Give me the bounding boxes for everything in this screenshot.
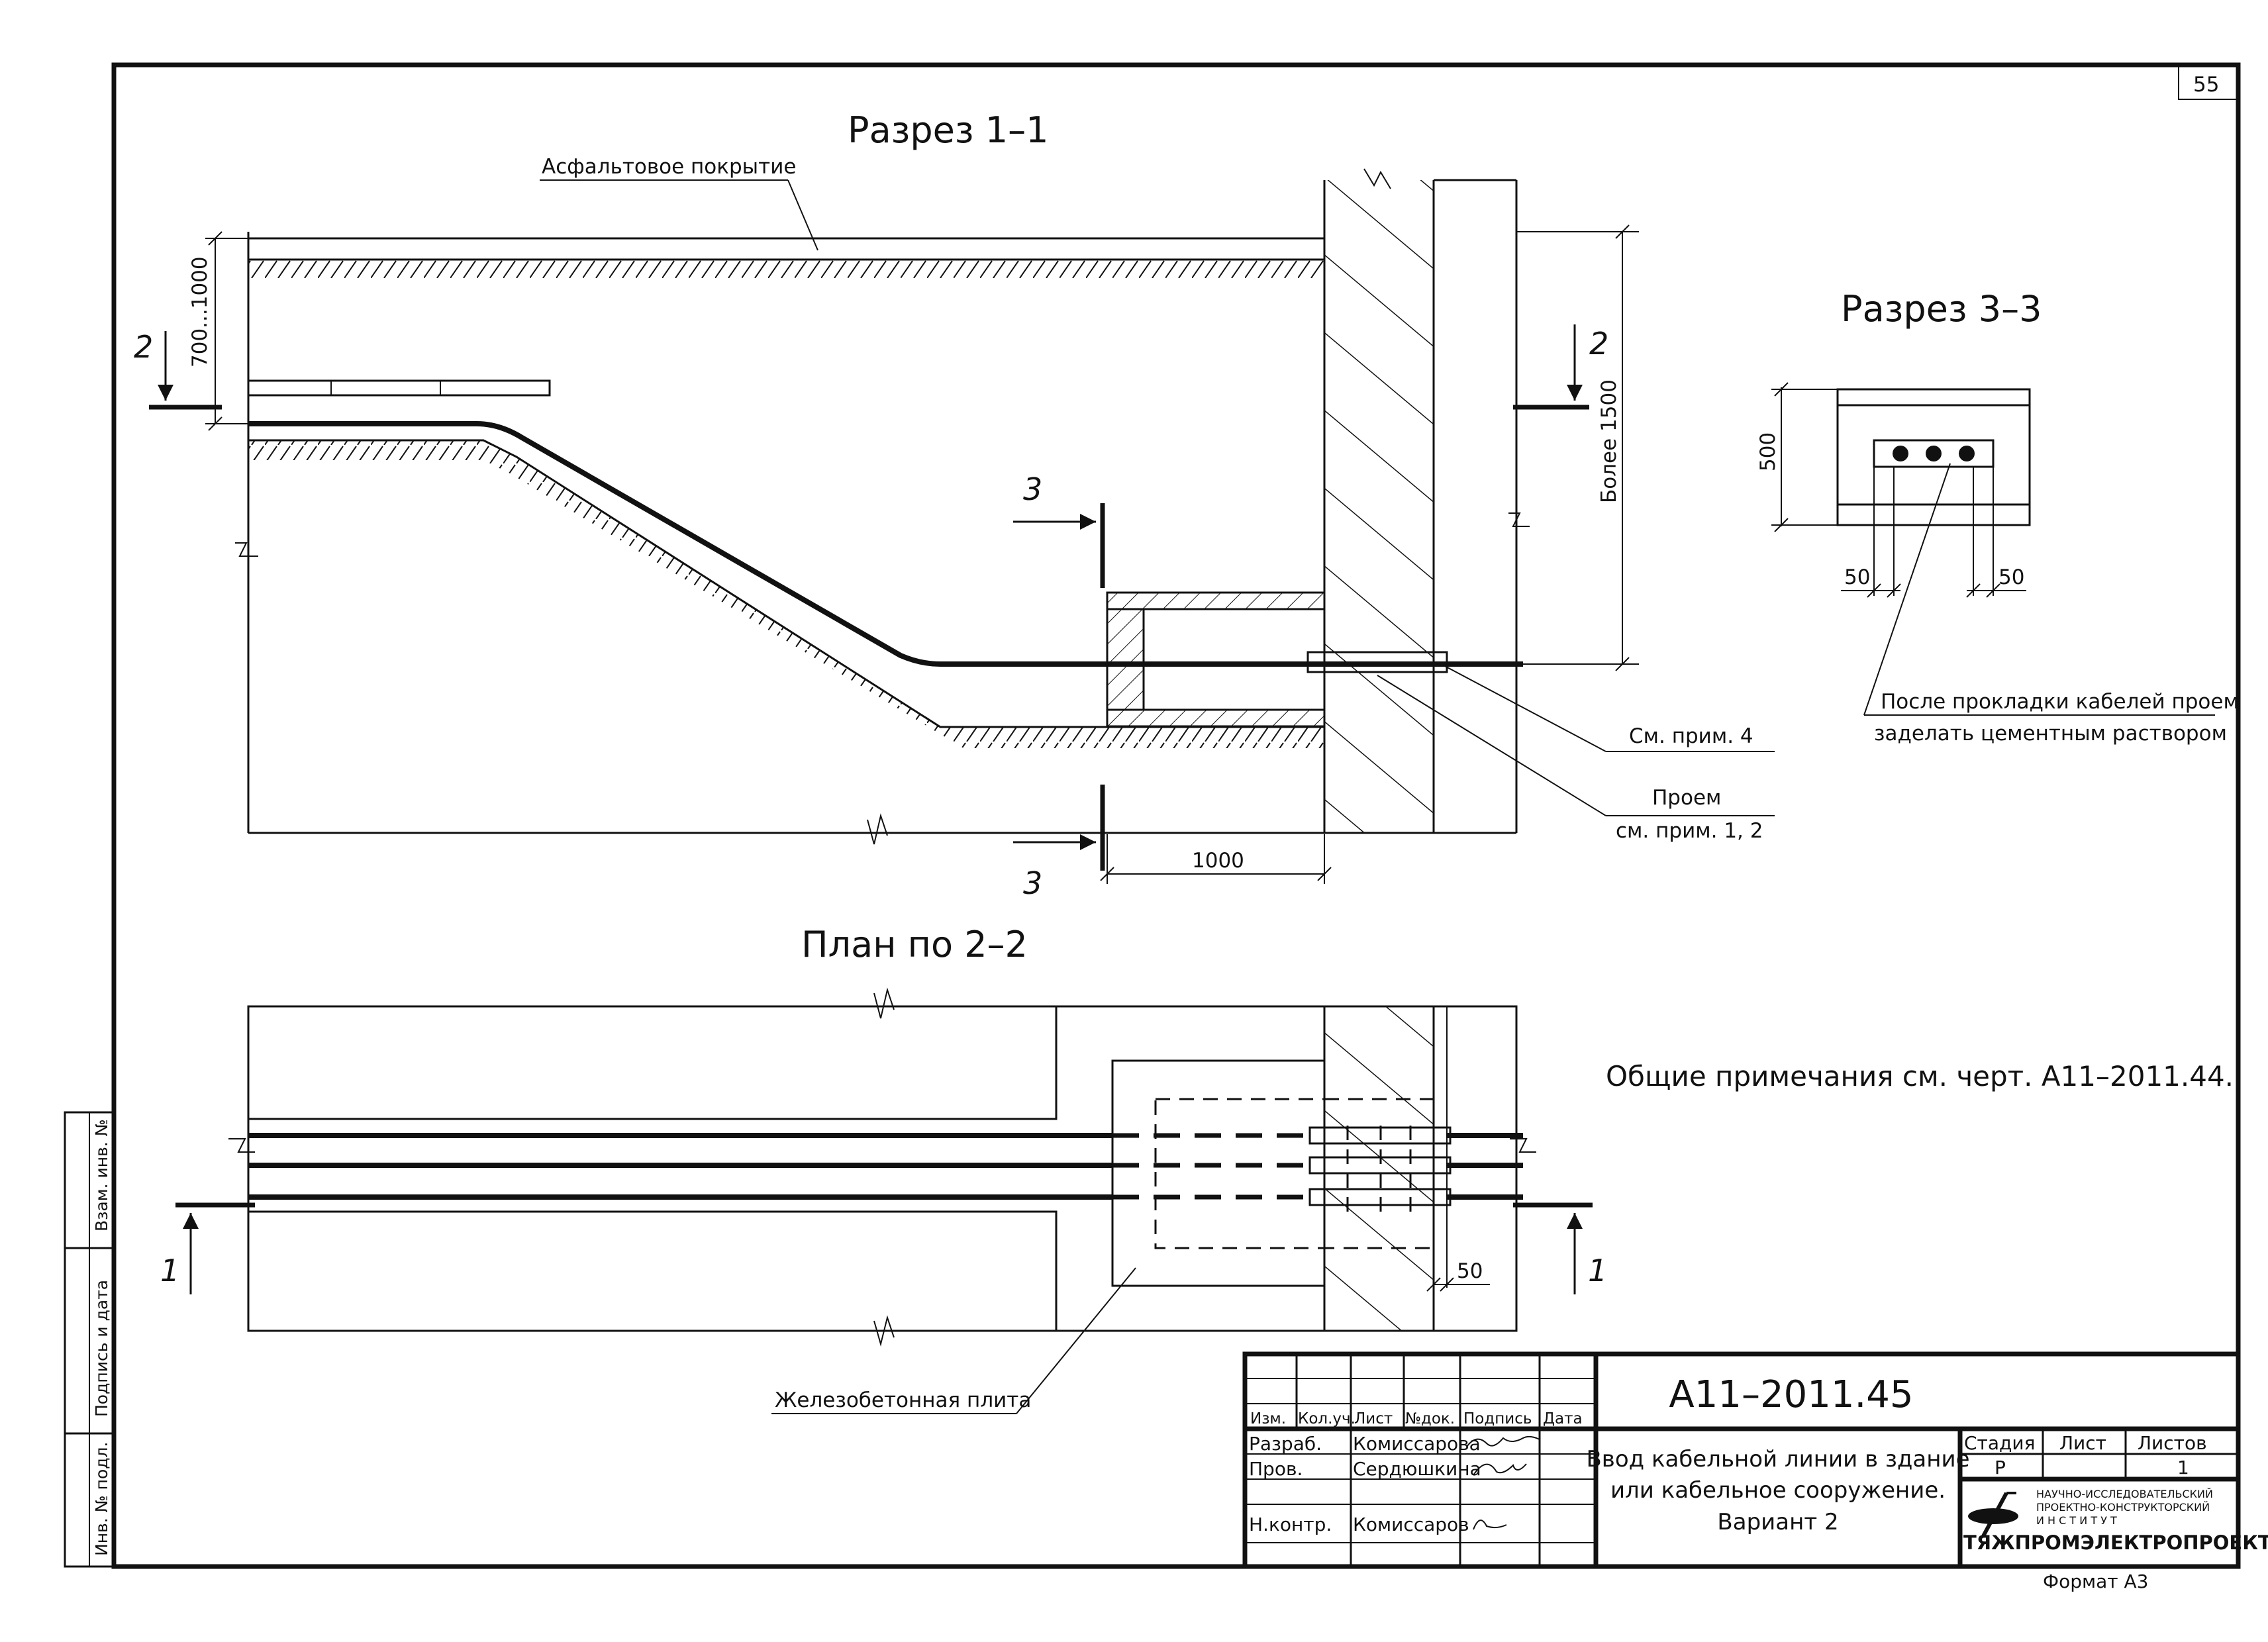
left-gap-dimension: 50: [1844, 565, 1870, 589]
callout-note-4: См. прим. 4: [1629, 724, 1753, 748]
cut-1-left-label: 1: [160, 1253, 179, 1288]
plan-2-2-title: План по 2–2: [801, 924, 1028, 965]
height-dimension: Более 1500: [1597, 379, 1621, 503]
drawing-name-line1: Ввод кабельной линии в здание: [1586, 1446, 1969, 1473]
side-stamp-inv-label: Инв. № подл.: [92, 1442, 111, 1556]
side-stamp-sign-label: Подпись и дата: [92, 1280, 111, 1417]
plan-gap-dimension: 50: [1457, 1259, 1483, 1283]
tb-header-qty: Кол.уч.: [1298, 1410, 1356, 1427]
section-3-3-title: Разрез 3–3: [1841, 288, 2042, 330]
reinforced-concrete-slab: [1111, 1059, 1326, 1287]
channel-cross-section: [1836, 388, 2031, 526]
stage-header: Стадия: [1964, 1432, 2035, 1454]
drawing-name-line3: Вариант 2: [1717, 1509, 1838, 1535]
channel-end-wall: [1106, 608, 1145, 711]
plan-2-2: План по 2–2: [160, 924, 1607, 1414]
channel-outline-hidden: [1154, 1098, 1326, 1249]
tb-role-checker: Пров.: [1249, 1458, 1303, 1480]
soil-hatch-top: [248, 260, 1324, 278]
tb-header-sheet: Лист: [1354, 1410, 1393, 1427]
general-note: Общие примечания см. черт. А11–2011.44.: [1606, 1060, 2234, 1092]
cable-core: [1893, 446, 1908, 461]
org-line1: НАУЧНО-ИССЛЕДОВАТЕЛЬСКИЙ: [2036, 1488, 2213, 1500]
cut-2-left-label: 2: [134, 329, 153, 365]
drawing-name-line2: или кабельное сооружение.: [1610, 1477, 1946, 1504]
depth-dimension: 700...1000: [188, 256, 212, 367]
sheet-number: 55: [2193, 73, 2219, 97]
tb-name-developer: Комиссарова: [1353, 1433, 1481, 1455]
plan-wall-hatch: [1324, 1006, 1434, 1331]
section-3-3: Разрез 3–3 500 50 50 После прокладки каб…: [1756, 288, 2239, 746]
protective-slab: [247, 379, 551, 397]
slab-label: Железобетонная плита: [775, 1388, 1031, 1412]
cut-2-right-label: 2: [1589, 326, 1608, 362]
sheet-header: Лист: [2059, 1432, 2106, 1454]
tb-role-norm-control: Н.контр.: [1249, 1514, 1332, 1535]
tb-name-norm-control: Комиссаров: [1353, 1514, 1469, 1535]
org-logo: [1968, 1492, 2018, 1537]
section-1-1-title: Разрез 1–1: [848, 109, 1048, 151]
org-name: ТЯЖПРОМЭЛЕКТРОПРОЕКТ: [1963, 1531, 2268, 1554]
signature-checker: [1473, 1463, 1527, 1476]
width-dimension: 1000: [1192, 849, 1244, 873]
building-wall-hatch: [1324, 180, 1434, 833]
cut-1-right-label: 1: [1588, 1253, 1607, 1288]
section-1-1: Разрез 1–1 Асфальтовое покрытие 700...10…: [134, 109, 1775, 901]
side-stamp: Инв. № подл. Подпись и дата Взам. инв. №: [92, 1119, 111, 1556]
cut-3-top-label: 3: [1023, 471, 1042, 507]
signature-norm-control: [1473, 1520, 1507, 1530]
tb-role-developer: Разраб.: [1249, 1433, 1322, 1455]
asphalt-label: Асфальтовое покрытие: [542, 155, 796, 179]
channel-height-dimension: 500: [1756, 432, 1780, 471]
tb-header-rev: Изм.: [1250, 1410, 1286, 1427]
section-3-3-note-line1: После прокладки кабелей проем: [1881, 690, 2239, 714]
cable-core: [1959, 446, 1975, 461]
cable-core: [1926, 446, 1942, 461]
cut-3-bottom-label: 3: [1023, 865, 1042, 901]
tb-header-date: Дата: [1543, 1410, 1583, 1427]
title-block: Изм. Кол.уч. Лист №док. Подпись Дата Раз…: [1242, 1351, 2268, 1569]
org-line3: И Н С Т И Т У Т: [2036, 1514, 2117, 1527]
cable-route: [248, 421, 1523, 667]
signature-developer: [1466, 1435, 1540, 1447]
right-gap-dimension: 50: [1998, 565, 2024, 589]
tb-header-doc: №док.: [1405, 1410, 1455, 1427]
tb-header-sign: Подпись: [1463, 1410, 1532, 1427]
wall-sleeve: [1307, 651, 1448, 673]
callout-opening-line2: см. прим. 1, 2: [1616, 819, 1763, 843]
stage-value: Р: [1995, 1457, 2006, 1478]
callout-opening-line1: Проем: [1652, 786, 1721, 810]
sheet-number-box: 55: [2178, 65, 2238, 100]
section-3-3-note-line2: заделать цементным раствором: [1874, 722, 2227, 746]
side-stamp-replace-label: Взам. инв. №: [92, 1119, 111, 1232]
sheets-header: Листов: [2138, 1432, 2207, 1454]
paper-format: Формат А3: [2043, 1570, 2148, 1592]
tb-name-checker: Сердюшкина: [1353, 1458, 1481, 1480]
org-line2: ПРОЕКТНО-КОНСТРУКТОРСКИЙ: [2036, 1501, 2210, 1514]
sheets-value: 1: [2177, 1457, 2189, 1478]
sheet-frame: [64, 62, 2241, 1569]
drawing-code: А11–2011.45: [1669, 1373, 1913, 1416]
